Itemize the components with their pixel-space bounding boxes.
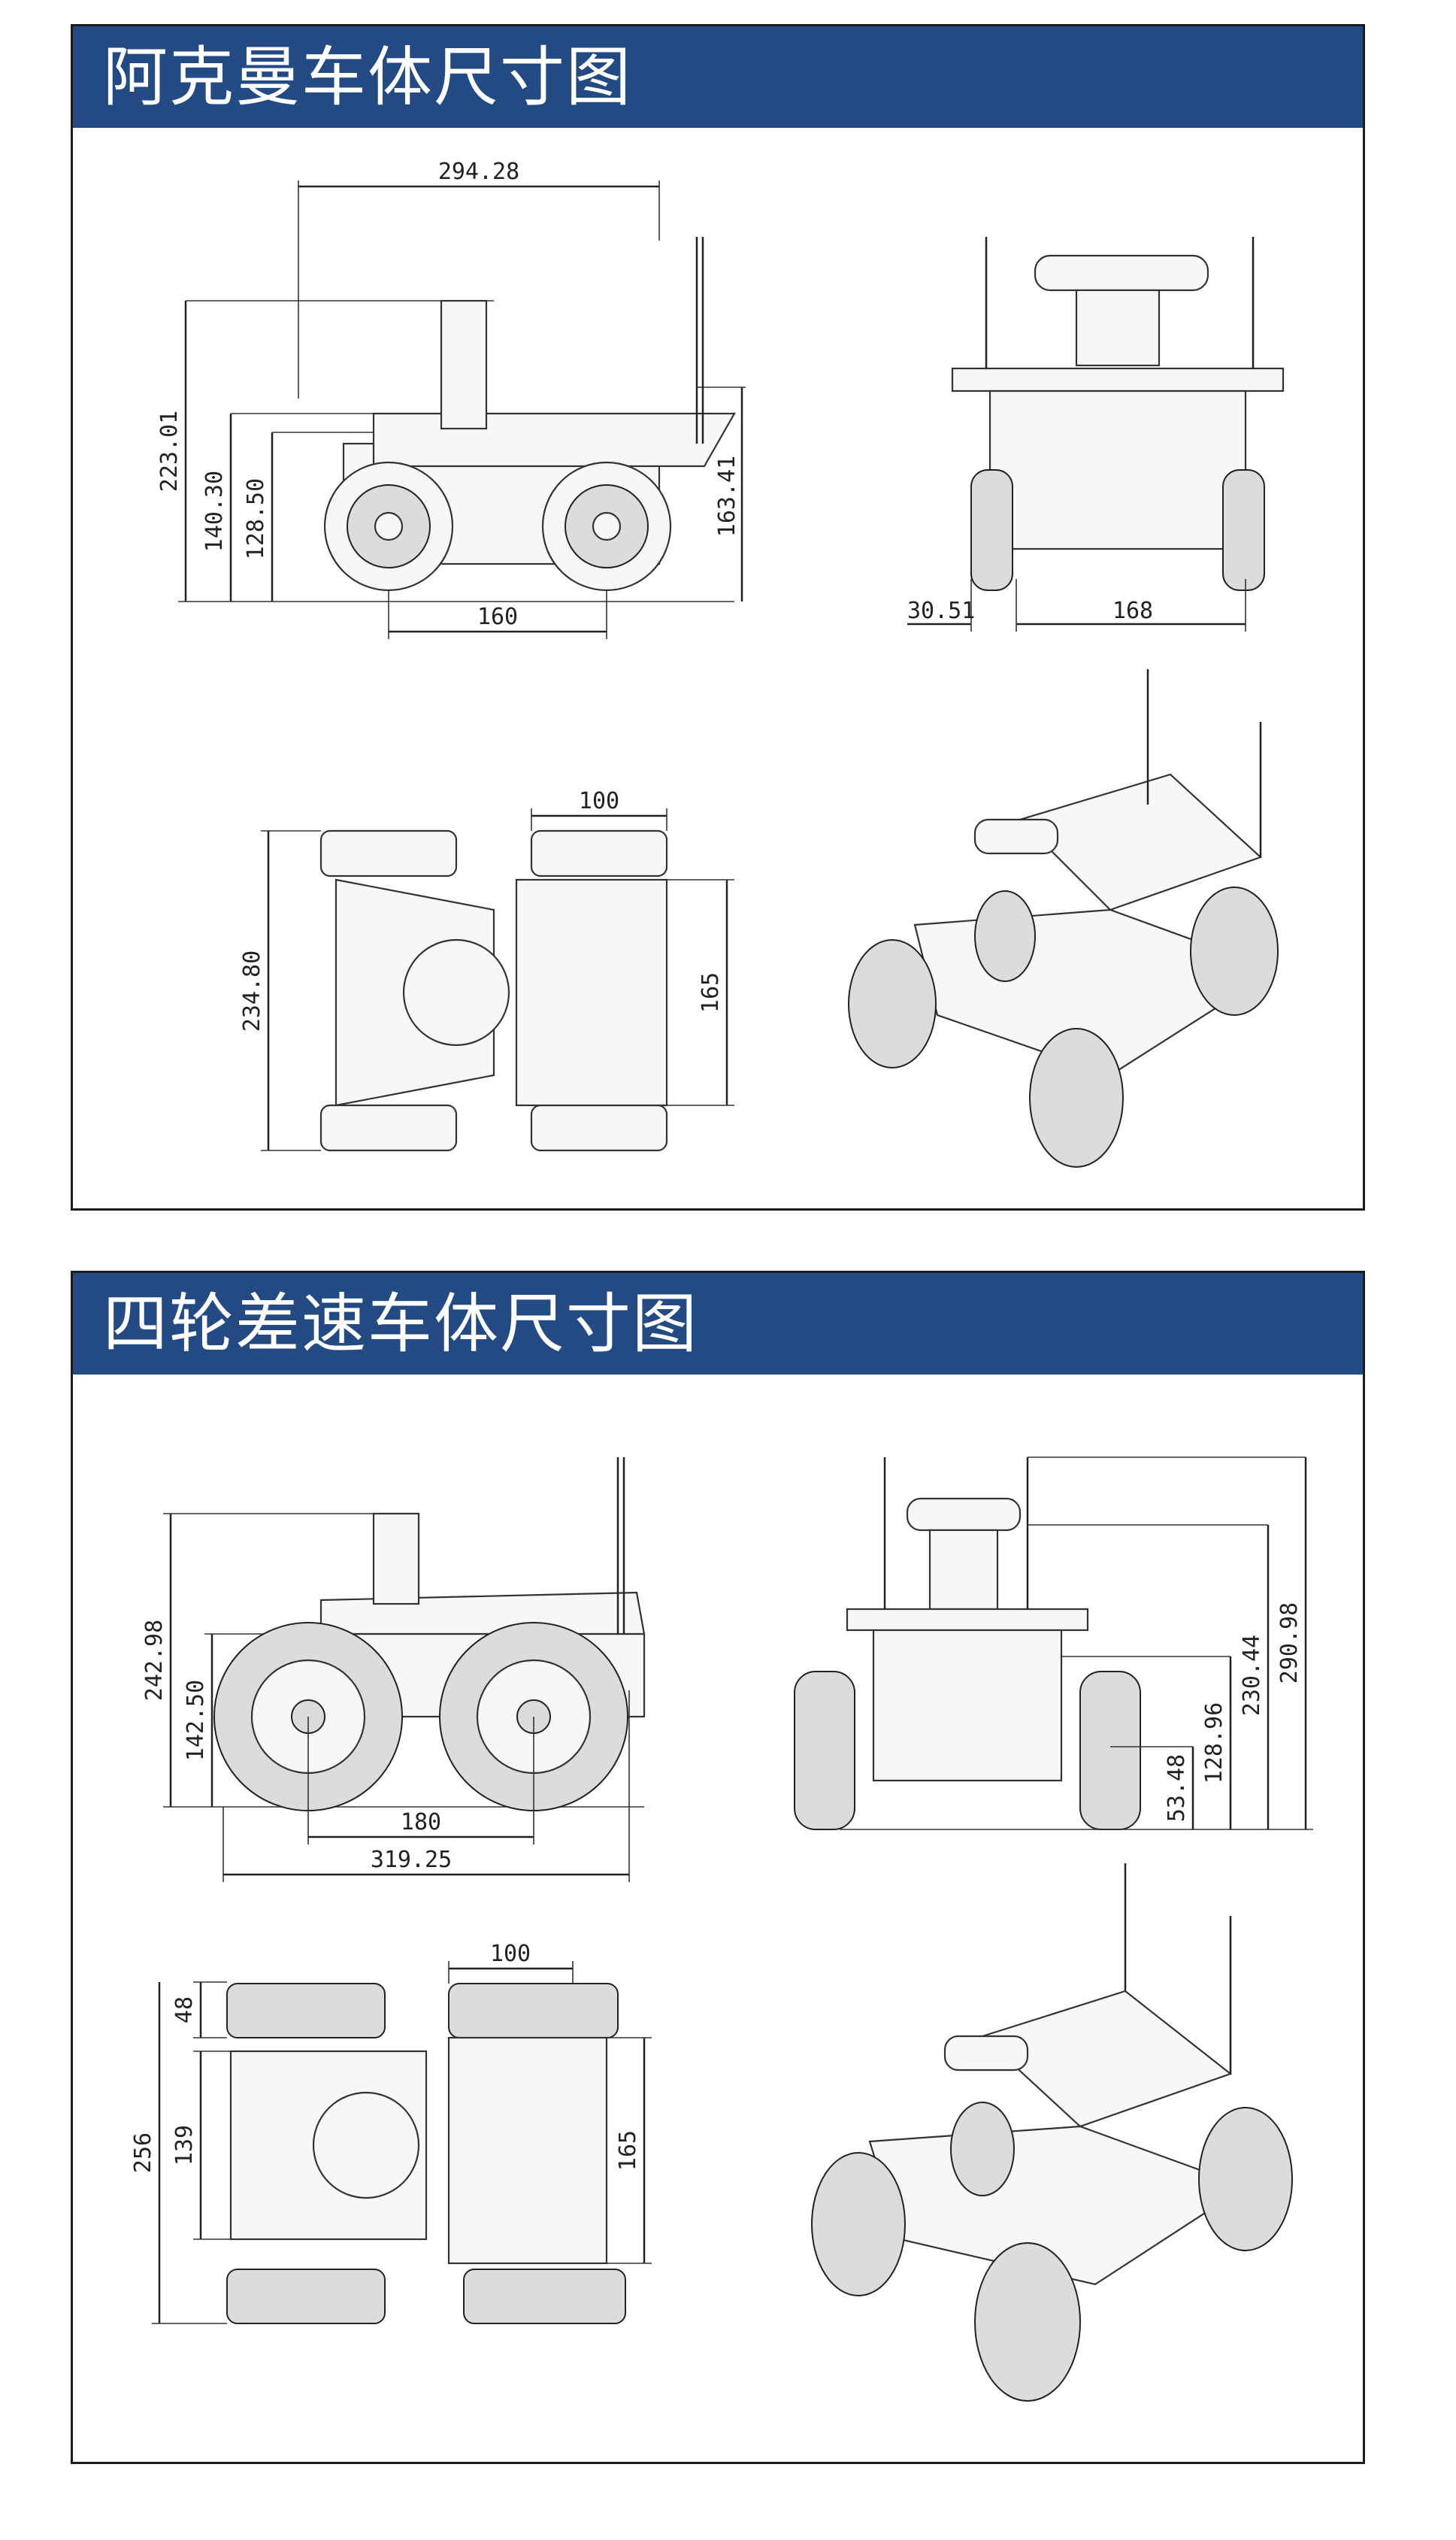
ackermann-isometric-view [848,669,1279,1168]
ackermann-front-view: 30.51 168 [907,237,1285,632]
dim-total-height: 223.01 [156,411,183,492]
panel-title: 四轮差速车体尺寸图 [103,1287,698,1362]
dim-total-height: 242.98 [141,1620,168,1701]
dim-wheelbase: 160 [477,604,518,630]
dim-height-b: 128.50 [243,478,269,559]
ackermann-top-view: 100 234.80 165 [239,788,734,1152]
panel-title: 阿克曼车体尺寸图 [103,40,632,115]
four-wheel-drawings: 242.98 142.50 180 319.25 [130,1456,1313,2402]
ackermann-panel: 阿克曼车体尺寸图 294.28 223.01 140.30 128.50 163… [71,24,1365,1211]
dim-wheelbase: 180 [401,1809,441,1835]
dim-tread: 48 [171,1996,198,2023]
dim-antenna-height: 163.41 [714,456,740,537]
dim-length: 294.28 [438,159,519,185]
ackermann-side-view: 294.28 223.01 140.30 128.50 163.41 160 [156,159,746,639]
dim-h2: 128.96 [1201,1702,1227,1784]
dim-h4: 290.98 [1276,1602,1303,1684]
dim-wheel-width: 100 [490,1941,531,1967]
dim-width: 234.80 [239,950,265,1032]
dim-wheel-width: 100 [579,788,619,814]
four-wheel-side-view: 242.98 142.50 180 319.25 [141,1457,646,1882]
dim-height-a: 142.50 [183,1680,209,1761]
dim-inner: 165 [698,972,724,1013]
dim-offset: 30.51 [907,598,975,624]
dim-width: 256 [130,2132,156,2173]
four-wheel-top-view: 100 48 256 139 165 [130,1941,652,2324]
four-wheel-panel: 四轮差速车体尺寸图 242.98 142.50 180 319.25 [71,1271,1365,2464]
dim-track: 168 [1112,598,1153,624]
dim-h1: 53.48 [1164,1754,1190,1822]
dim-length: 319.25 [371,1847,452,1873]
panel-header: 阿克曼车体尺寸图 [73,26,1363,128]
dim-inner-b: 165 [615,2130,641,2171]
dim-inner-a: 139 [171,2125,198,2166]
dim-height-a: 140.30 [201,471,228,552]
four-wheel-front-view: 53.48 128.96 230.44 290.98 [794,1456,1313,1830]
four-wheel-isometric-view [811,1863,1293,2402]
dim-h3: 230.44 [1239,1635,1265,1716]
ackermann-drawings: 294.28 223.01 140.30 128.50 163.41 160 [156,159,1285,1168]
panel-header: 四轮差速车体尺寸图 [73,1273,1363,1375]
